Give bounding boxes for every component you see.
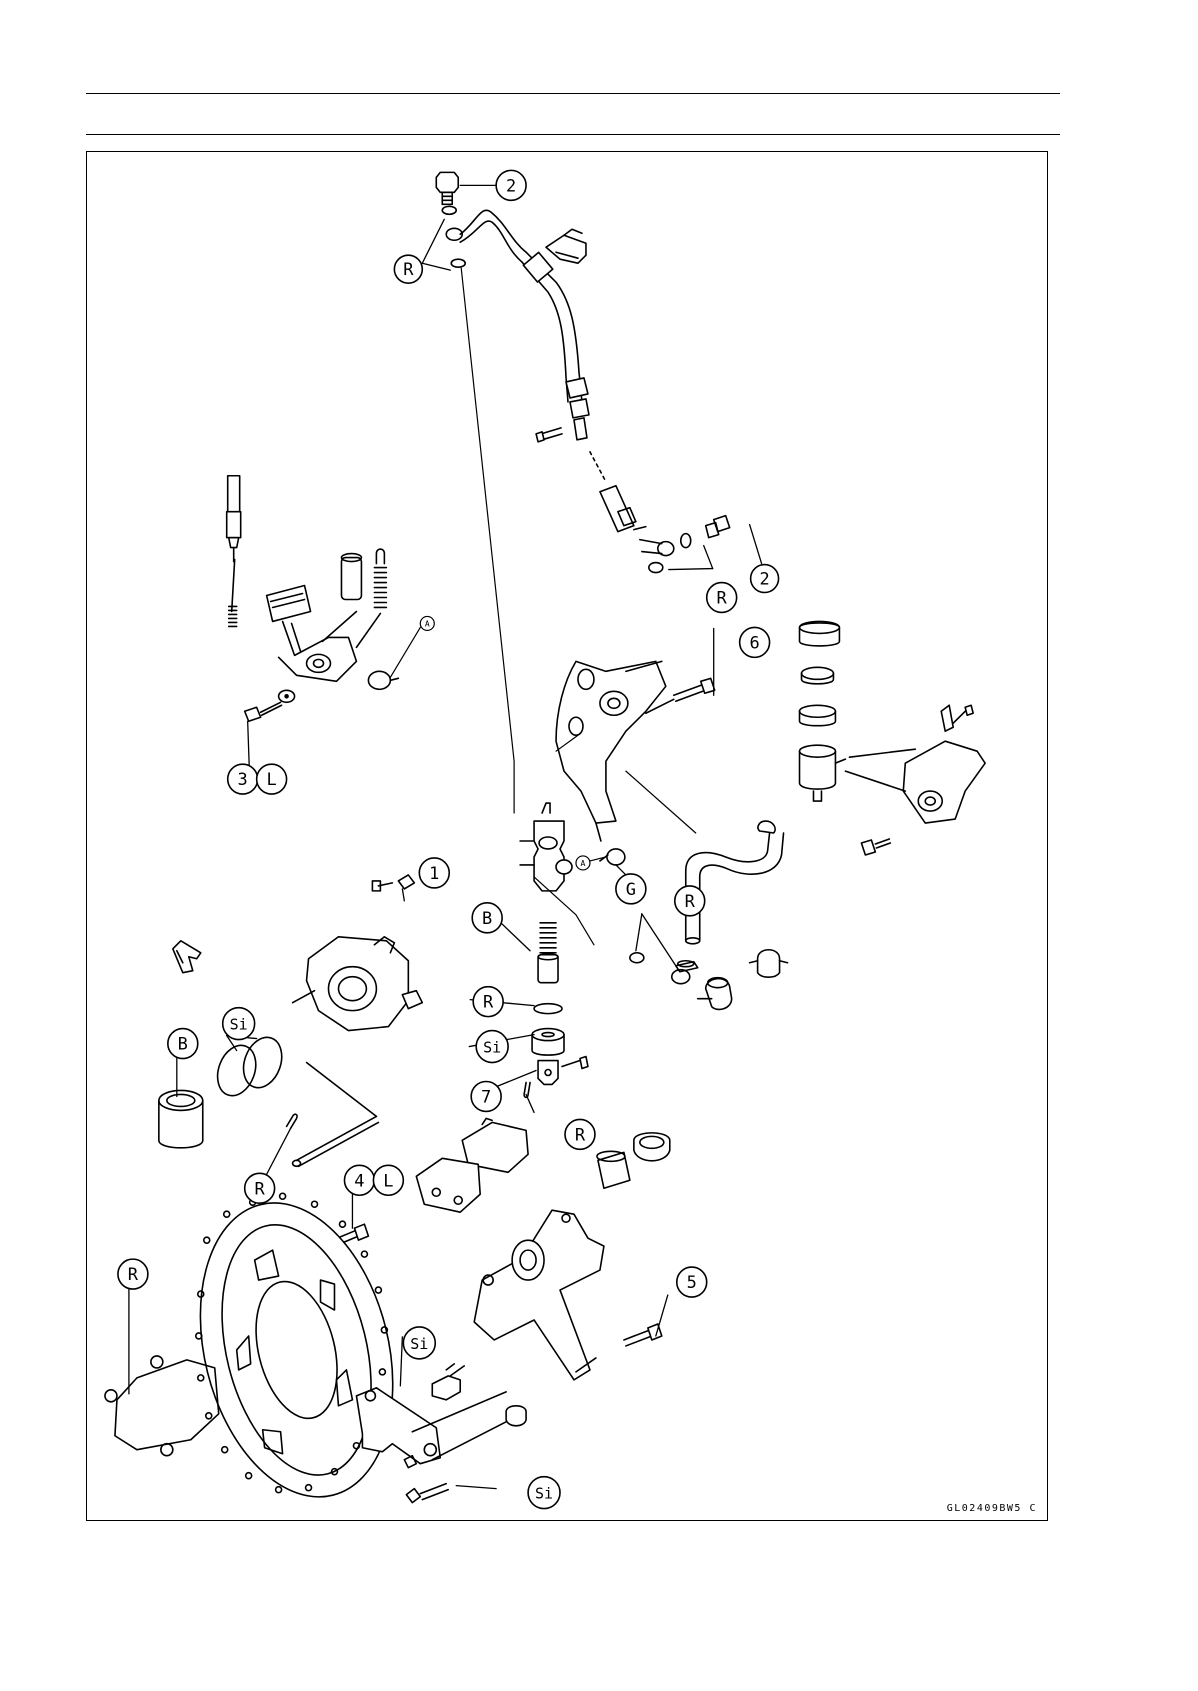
- reservoir-hose: [686, 833, 784, 944]
- label-R-right: R: [717, 587, 728, 607]
- hose-fitting-elbow: [698, 978, 732, 1010]
- pad-pin: [293, 1063, 379, 1167]
- label-5: 5: [687, 1272, 697, 1292]
- washer-lower-1: [681, 534, 691, 548]
- label-2-top: 2: [506, 175, 516, 195]
- washer-top-2: [451, 259, 465, 267]
- brake-pedal: [267, 586, 357, 682]
- label-B-mc: B: [482, 908, 492, 928]
- hose-clamp-top: [546, 229, 586, 263]
- mc-dust-boot: [532, 1029, 564, 1055]
- label-R-gasket: R: [128, 1264, 139, 1284]
- mc-pushrod-clevis: [538, 1057, 588, 1085]
- label-Si-pin: Si: [535, 1485, 553, 1503]
- label-B-piston: B: [178, 1034, 188, 1054]
- pedal-washer-leader: [390, 678, 398, 680]
- disc-gasket: [105, 1356, 219, 1456]
- footpeg-bracket: [556, 661, 666, 841]
- label-7: 7: [481, 1086, 491, 1106]
- label-R-top: R: [403, 259, 414, 279]
- caliper-bracket: [474, 1210, 604, 1380]
- label-mark-a-bracket: A: [581, 859, 586, 868]
- torque-link-pin: [404, 1456, 448, 1503]
- pedal-bushing: [341, 554, 361, 600]
- label-mark-a-pedal: A: [425, 619, 430, 628]
- reservoir-bracket: [845, 705, 985, 823]
- reservoir-plate: [800, 705, 836, 725]
- pedal-washer: [368, 671, 390, 689]
- label-Si-boot: Si: [483, 1039, 501, 1057]
- label-L-3: L: [267, 769, 277, 789]
- label-6: 6: [749, 632, 759, 652]
- label-G: G: [626, 879, 636, 899]
- banjo-bolt-top: [436, 172, 458, 204]
- banjo-bolt-lower: [706, 516, 730, 538]
- label-R-caliper-pin: R: [255, 1178, 266, 1198]
- torque-link-spacer: [432, 1406, 526, 1460]
- label-3: 3: [238, 769, 248, 789]
- label-4: 4: [354, 1170, 364, 1190]
- caliper-bleed-valve: [372, 875, 414, 891]
- reservoir-tank: [800, 745, 846, 801]
- brake-disc: [171, 1182, 422, 1517]
- mc-circlip: [534, 1004, 562, 1014]
- bracket-bushing: [634, 1133, 670, 1161]
- hose-dash-line: [590, 452, 606, 482]
- mark-a-pedal-leader: [390, 627, 420, 677]
- caliper-piston: [159, 1090, 203, 1147]
- pedal-spring-small: [229, 560, 237, 627]
- label-R-circlip: R: [483, 992, 494, 1012]
- reservoir-cap: [800, 621, 840, 645]
- brake-pads: [416, 1118, 528, 1212]
- piston-seals: [211, 1032, 288, 1101]
- header-rule-top: [86, 93, 1060, 94]
- label-2-right: 2: [759, 569, 769, 589]
- label-Si-seals: Si: [230, 1016, 248, 1034]
- washer-lower-2: [649, 563, 663, 573]
- callout-3L: [228, 764, 287, 794]
- label-1: 1: [429, 863, 439, 883]
- master-cylinder: [520, 803, 572, 891]
- washer-top-1: [442, 206, 456, 214]
- hose-bolt-mid: [536, 428, 562, 442]
- mc-piston: [538, 954, 558, 983]
- o-ring-mc: [630, 953, 644, 963]
- brake-hose-lower: [600, 486, 674, 556]
- reservoir-bolt: [861, 839, 890, 855]
- caliper-body: [293, 937, 423, 1031]
- bracket-collar: [597, 1151, 630, 1188]
- figure-code: GL02409BW5 C: [947, 1503, 1037, 1514]
- exploded-parts-diagram: 2 R 2 R 6 3 L G 1 B R R Si B Si 7 R R 4 …: [86, 151, 1048, 1521]
- mc-spring: [540, 923, 556, 953]
- label-L-4: L: [383, 1170, 393, 1190]
- label-R-cotter: R: [575, 1124, 586, 1144]
- pedal-washer-dot: [285, 695, 288, 698]
- hose-clamp-small: [758, 821, 775, 833]
- reservoir-diaphragm: [802, 667, 834, 683]
- hose-clamp-right: [750, 950, 788, 977]
- caliper-bracket-clip: [173, 941, 201, 973]
- torque-link-collar: [432, 1364, 464, 1400]
- pedal-bolt: [245, 702, 282, 721]
- brake-light-switch: [227, 476, 241, 562]
- label-Si-link: Si: [410, 1335, 428, 1353]
- label-R-mc: R: [685, 891, 696, 911]
- callout-4L: [344, 1165, 403, 1195]
- header-rule-bottom: [86, 134, 1060, 135]
- caliper-cotter-pin: [287, 1114, 298, 1128]
